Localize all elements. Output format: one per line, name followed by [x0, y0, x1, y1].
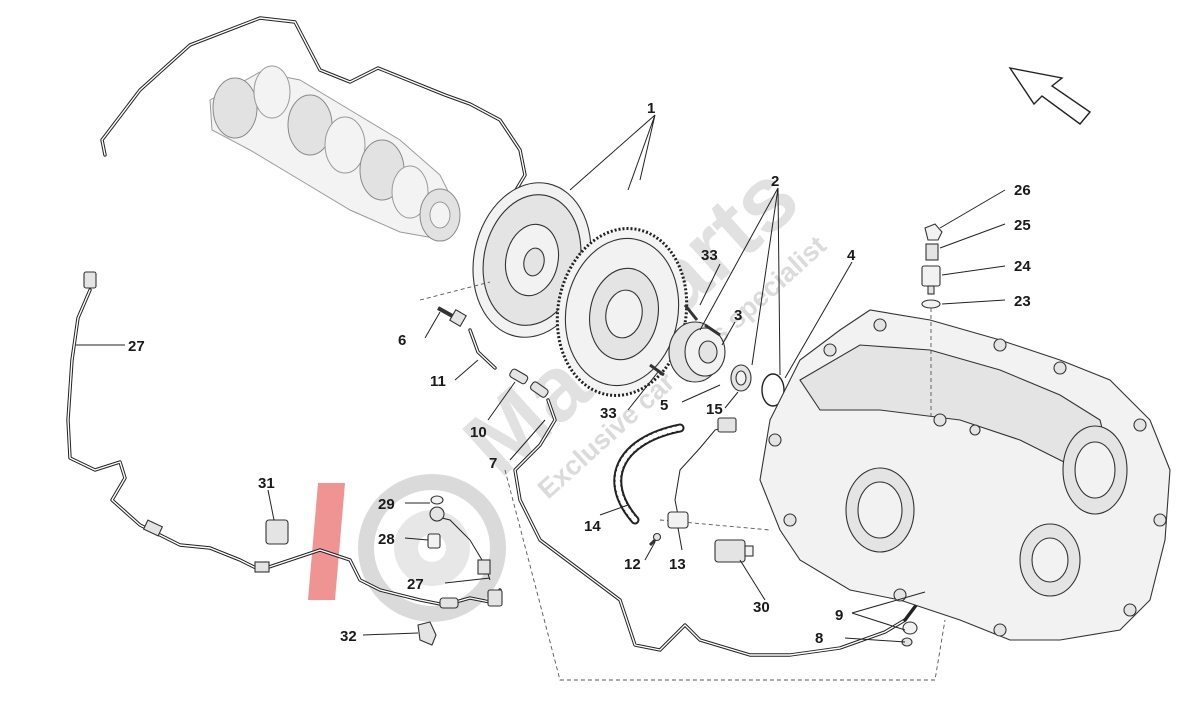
sensor-13	[667, 417, 737, 529]
callout-29: 29	[378, 496, 395, 513]
callout-9: 9	[835, 607, 843, 624]
callout-14: 14	[584, 518, 601, 535]
pipe-11	[468, 328, 497, 370]
callout-8: 8	[815, 630, 823, 647]
sensor-25	[925, 243, 939, 261]
fitting-28	[427, 533, 441, 549]
callout-28: 28	[378, 531, 395, 548]
bolt-33-upper	[683, 304, 699, 321]
callout-1: 1	[647, 100, 655, 117]
callout-33-upper: 33	[701, 247, 718, 264]
callout-6: 6	[398, 332, 406, 349]
callout-30: 30	[753, 599, 770, 616]
logo-ring	[358, 474, 506, 622]
callout-2: 2	[771, 173, 779, 190]
bolt-12	[648, 532, 662, 547]
sensor-30	[714, 539, 754, 563]
cap-26	[924, 223, 943, 241]
callout-15: 15	[706, 401, 723, 418]
callout-24: 24	[1014, 258, 1031, 275]
shaft-seal-inner	[735, 370, 747, 386]
callout-5: 5	[660, 397, 668, 414]
release-bearing	[668, 321, 726, 383]
connector-10	[509, 368, 529, 385]
callout-26: 26	[1014, 182, 1031, 199]
wire-harness-27	[66, 271, 503, 609]
callout-4: 4	[847, 247, 856, 264]
callout-labels: 1 2 3 4 5 6 7 8 9 10 11 12 13 14 15 23 2…	[128, 100, 1031, 647]
bracket-32	[417, 621, 437, 646]
alignment-guides	[419, 281, 946, 681]
bolt-6	[437, 306, 467, 327]
connector-7	[529, 381, 549, 398]
callout-32: 32	[340, 628, 357, 645]
gearbox-housing	[759, 309, 1171, 641]
callout-31: 31	[258, 475, 275, 492]
dual-mass-flywheel	[555, 227, 689, 397]
sensor-stack	[921, 223, 943, 420]
o-ring	[761, 373, 785, 407]
grommet-29	[429, 506, 445, 522]
washer-23	[921, 299, 941, 309]
callout-33-lower: 33	[600, 405, 617, 422]
callout-23: 23	[1014, 293, 1031, 310]
callout-13: 13	[669, 556, 686, 573]
callout-3: 3	[734, 307, 742, 324]
logo-red-stripe	[308, 483, 345, 600]
bolt-33-lower	[649, 363, 665, 377]
direction-arrow-icon	[1008, 66, 1092, 125]
callout-27-lower: 27	[407, 576, 424, 593]
crankshaft-illustration	[209, 65, 461, 242]
clip-29	[430, 495, 444, 505]
callout-27-left: 27	[128, 338, 145, 355]
callout-25: 25	[1014, 217, 1031, 234]
callout-11: 11	[430, 373, 446, 390]
sensor-24	[921, 265, 941, 287]
hydraulic-line-top	[100, 16, 527, 217]
callout-10: 10	[470, 424, 487, 441]
clutch-pressure-plate	[472, 182, 592, 338]
connector-31	[265, 519, 289, 545]
callout-12: 12	[624, 556, 641, 573]
callout-7: 7	[489, 455, 497, 472]
leader-lines	[76, 114, 1006, 643]
bolt-33-side	[704, 323, 721, 337]
